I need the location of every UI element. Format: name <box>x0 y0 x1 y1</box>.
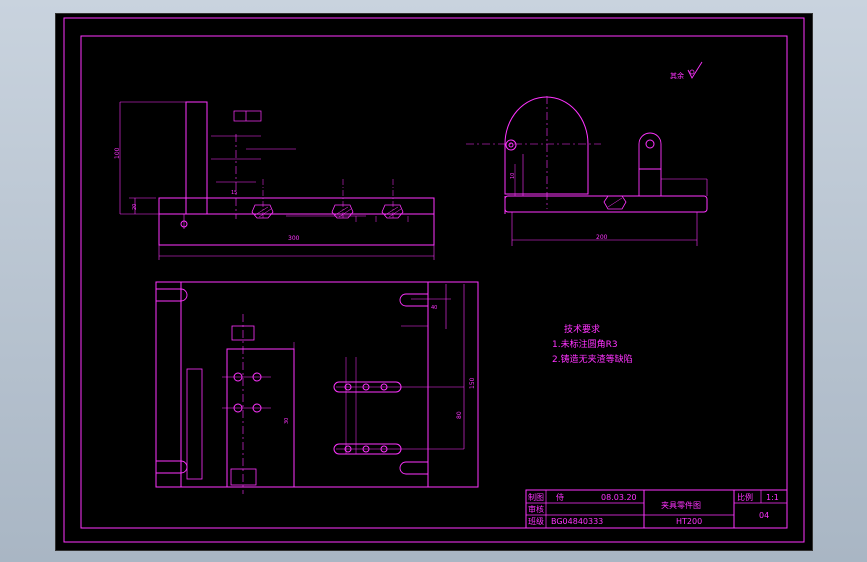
dim-plan-right-b: 80 <box>456 411 463 419</box>
title-date: 08.03.20 <box>601 493 637 502</box>
dim-front-small-b: 15 <box>231 190 237 196</box>
roughness-label: 其余 <box>670 71 684 80</box>
dim-plan-vertical: 30 <box>284 418 290 424</box>
dim-front-width: 300 <box>288 235 300 242</box>
cad-drawing: 技术要求 1.未标注圆角R3 2.铸造无夹渣等缺陷 其余 300 100 20 … <box>63 17 805 543</box>
title-block-grid <box>525 489 788 529</box>
dim-front-small-a: 20 <box>132 204 138 210</box>
drawing-sheet: 技术要求 1.未标注圆角R3 2.铸造无夹渣等缺陷 其余 300 100 20 … <box>55 13 813 551</box>
title-scale-label: 比例 <box>737 492 753 502</box>
title-sheet-code: 04 <box>759 511 769 520</box>
notes-line-1: 1.未标注圆角R3 <box>552 338 618 350</box>
dim-side-small: 10 <box>510 173 516 179</box>
title-class-label: 班级 <box>528 516 544 526</box>
title-reviewer-role: 审核 <box>528 504 544 514</box>
title-designer-name: 侍 <box>556 493 564 502</box>
dim-side-width: 200 <box>596 234 608 241</box>
dim-plan-right-a: 150 <box>469 377 476 389</box>
dim-front-height: 100 <box>114 147 121 159</box>
plan-view <box>155 281 479 494</box>
notes-heading: 技术要求 <box>564 323 600 335</box>
title-designer-role: 制图 <box>528 492 544 502</box>
title-scale-value: 1:1 <box>766 493 779 502</box>
title-class-code: BG04840333 <box>551 517 603 526</box>
outer-frame <box>63 17 805 543</box>
side-view <box>466 96 708 246</box>
front-view <box>119 101 435 260</box>
dim-plan-upper: 40 <box>431 305 437 311</box>
notes-line-2: 2.铸造无夹渣等缺陷 <box>552 353 633 365</box>
roughness-symbol <box>687 61 703 79</box>
title-part-name: 夹具零件图 <box>661 500 701 510</box>
title-material-code: HT200 <box>676 517 702 526</box>
inner-frame <box>80 35 788 529</box>
